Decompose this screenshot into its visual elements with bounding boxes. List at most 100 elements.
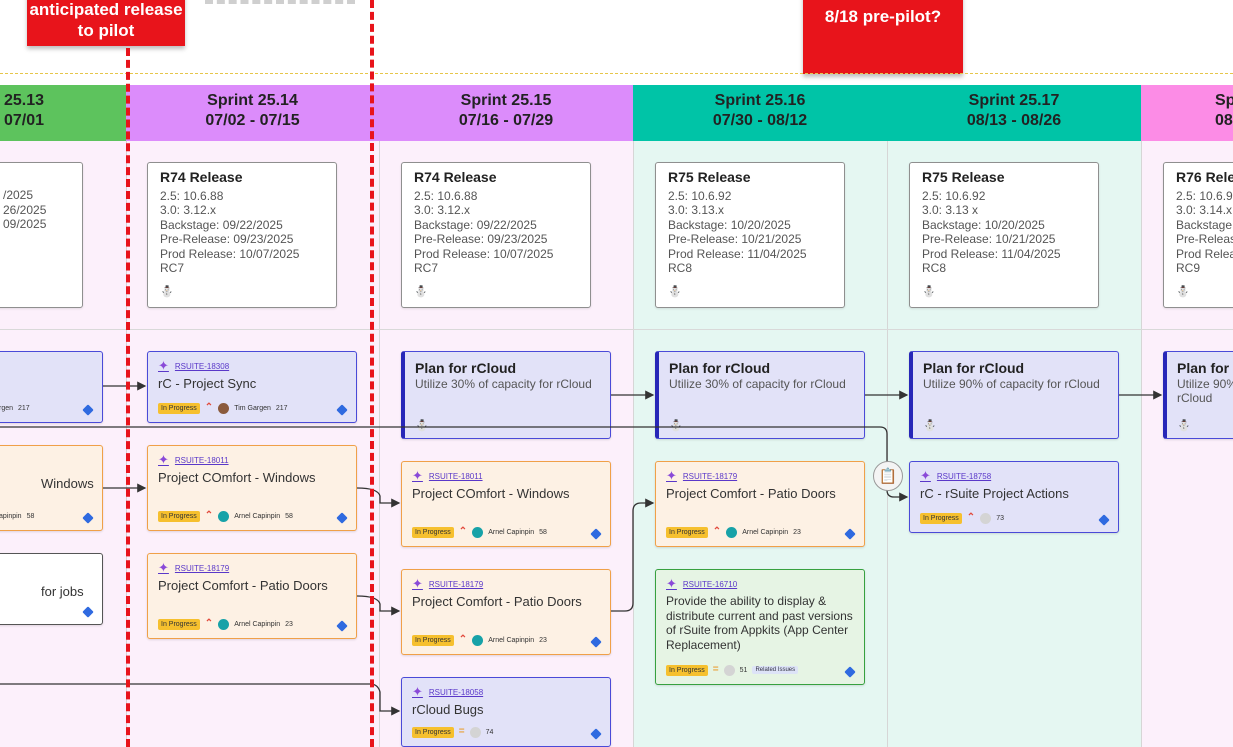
- assignee-name: Arnel Capinpin: [234, 512, 281, 520]
- release-title: R75 Release: [668, 169, 751, 185]
- release-line: Backstage: 10/20/2025: [922, 217, 1045, 232]
- status-badge: In Progress: [412, 726, 454, 738]
- release-line: Prod Release: 10/07/2025: [414, 246, 554, 261]
- priority-medium-icon: =: [712, 664, 719, 675]
- issue-key[interactable]: RSUITE-18058: [428, 687, 484, 697]
- issue-count: 74: [485, 728, 494, 736]
- card-title: Project Comfort - Patio Doors: [666, 486, 836, 501]
- release-card[interactable]: R76 Rele 2.5: 10.6.9 3.0: 3.14.x Backsta…: [1163, 162, 1233, 308]
- release-line: RC8: [668, 261, 693, 275]
- assignee-name: rgen: [0, 404, 14, 412]
- priority-highest-icon: ⌃: [204, 618, 214, 629]
- status-badge: In Progress: [158, 510, 200, 522]
- release-line: Pre-Releas: [1176, 232, 1233, 246]
- issue-card[interactable]: ✦RSUITE-18308 rC - Project Sync In Progr…: [147, 351, 357, 423]
- issue-card-sync-partial[interactable]: rgen 217: [0, 351, 103, 423]
- release-line: Prod Relea: [1176, 246, 1233, 261]
- status-badge: In Progress: [158, 618, 200, 630]
- issue-card[interactable]: ✦RSUITE-18179 Project Comfort - Patio Do…: [401, 569, 611, 655]
- epic-icon: ✦: [158, 560, 169, 575]
- release-line: 2.5: 10.6.88: [160, 188, 224, 203]
- issue-card[interactable]: ✦RSUITE-18058 rCloud Bugs In Progress = …: [401, 677, 611, 747]
- epic-icon: ✦: [666, 576, 677, 591]
- release-line: RC8: [922, 261, 947, 275]
- priority-highest-icon: ⌃: [458, 526, 468, 537]
- issue-key[interactable]: RSUITE-18179: [428, 579, 484, 589]
- plan-card[interactable]: Plan for Utilize 90% rCloud ⛄: [1163, 351, 1233, 439]
- card-title: Provide the ability to display & distrib…: [666, 594, 853, 652]
- release-card[interactable]: R75 Release 2.5: 10.6.92 3.0: 3.13.x Bac…: [655, 162, 845, 308]
- issue-card[interactable]: ✦ RSUITE-16710 Provide the ability to dis…: [655, 569, 865, 685]
- plan-description: Utilize 90% rCloud: [1177, 377, 1233, 405]
- issue-card-jobs-partial[interactable]: for jobs: [0, 553, 103, 625]
- release-line: 2.5: 10.6.92: [668, 188, 732, 203]
- release-card[interactable]: R75 Release 2.5: 10.6.92 3.0: 3.13 x Bac…: [909, 162, 1099, 308]
- column-separator: [379, 85, 380, 747]
- avatar: [218, 510, 230, 522]
- status-badge: In Progress: [666, 664, 708, 676]
- assignee-name: Tim Gargen: [234, 404, 271, 412]
- issue-key[interactable]: RSUITE-18011: [428, 471, 483, 481]
- sprint-header[interactable]: Sprint 25.15 07/16 - 07/29: [379, 85, 633, 141]
- epic-icon: ✦: [666, 468, 677, 483]
- release-line: Prod Release: 11/04/2025: [922, 246, 1061, 261]
- sprint-header[interactable]: Sprint 25.14 07/02 - 07/15: [126, 85, 379, 141]
- release-line: 2.5: 10.6.88: [414, 188, 478, 203]
- release-line: Pre-Release: 10/21/2025: [922, 232, 1056, 246]
- status-badge: In Progress: [412, 526, 454, 538]
- avatar-icon: ⛄: [668, 285, 682, 298]
- release-line: 3.0: 3.13 x: [922, 203, 979, 217]
- column-separator: [887, 85, 888, 747]
- release-title: R74 Release: [414, 169, 497, 185]
- issue-card[interactable]: ✦ RSUITE-18179 Project Comfort - Patio Do…: [655, 461, 865, 547]
- issue-card[interactable]: ✦RSUITE-18011 Project COmfort - Windows …: [401, 461, 611, 547]
- issue-count: 23: [793, 528, 801, 536]
- notes-icon[interactable]: 📋: [873, 461, 903, 491]
- release-line: RC7: [414, 261, 439, 275]
- release-card[interactable]: R74 Release 2.5: 10.6.88 3.0: 3.12.x Bac…: [147, 162, 337, 308]
- related-issues-chip[interactable]: Related Issues: [752, 666, 799, 674]
- sprint-header[interactable]: Sp 08: [1141, 85, 1233, 141]
- sprint-dates: 07/30 - 08/12: [712, 112, 808, 129]
- sprint-dates: 07/02 - 07/15: [205, 112, 300, 129]
- plan-card[interactable]: Plan for rCloud Utilize 90% of capacity …: [909, 351, 1119, 439]
- card-title: Project Comfort - Patio Doors: [412, 594, 582, 609]
- issue-key[interactable]: RSUITE-18308: [174, 361, 230, 371]
- plan-card[interactable]: Plan for rCloud Utilize 30% of capacity …: [655, 351, 865, 439]
- sprint-name: 25.13: [4, 92, 45, 109]
- plan-card[interactable]: Plan for rCloud Utilize 30% of capacity …: [401, 351, 611, 439]
- release-line: 3.0: 3.13.x: [668, 203, 725, 217]
- sprint-header[interactable]: Sprint 25.17 08/13 - 08/26: [887, 85, 1141, 141]
- release-line: 3.0: 3.12.x: [160, 203, 217, 217]
- sprint-name: Sprint 25.15: [460, 92, 552, 109]
- sprint-header[interactable]: 25.13 07/01: [0, 85, 126, 141]
- pilot-release-callout: anticipated release to pilot: [27, 0, 185, 46]
- issue-key[interactable]: RSUITE-18179: [174, 563, 230, 573]
- sprint-dates: 08/13 - 08/26: [966, 112, 1062, 129]
- issue-card[interactable]: ✦RSUITE-18758 rC - rSuite Project Action…: [909, 461, 1119, 533]
- issue-card[interactable]: ✦RSUITE-18011 Project COmfort - Windows …: [147, 445, 357, 531]
- release-line: Pre-Release: 09/23/2025: [160, 232, 294, 246]
- release-line: Backstage: 09/22/2025: [160, 217, 283, 232]
- issue-card[interactable]: ✦RSUITE-18179 Project Comfort - Patio Do…: [147, 553, 357, 639]
- avatar: [218, 618, 230, 630]
- issue-key[interactable]: RSUITE-18011: [174, 455, 229, 465]
- plan-title: Plan for rCloud: [669, 360, 771, 376]
- release-line: Backstage: 09/22/2025: [414, 217, 537, 232]
- release-card[interactable]: R74 Release 2.5: 10.6.88 3.0: 3.12.x Bac…: [401, 162, 591, 308]
- avatar-icon: ⛄: [160, 285, 174, 298]
- avatar: [469, 726, 481, 738]
- issue-key[interactable]: RSUITE-18179: [682, 471, 738, 481]
- issue-key[interactable]: RSUITE-16710: [682, 579, 738, 589]
- release-card[interactable]: /2025 26/2025 09/2025: [0, 162, 83, 308]
- issue-card-windows-partial[interactable]: Windows apinpin 58: [0, 445, 103, 531]
- issue-key[interactable]: RSUITE-18758: [936, 471, 992, 481]
- card-title: for jobs: [41, 584, 84, 599]
- card-title: rC - Project Sync: [158, 376, 257, 391]
- epic-icon: ✦: [920, 468, 931, 483]
- release-line: Prod Release: 10/07/2025: [160, 246, 300, 261]
- row-separator: [0, 329, 1233, 330]
- priority-highest-icon: ⌃: [458, 634, 468, 645]
- sprint-header[interactable]: Sprint 25.16 07/30 - 08/12: [633, 85, 887, 141]
- assignee-name: Arnel Capinpin: [488, 528, 535, 536]
